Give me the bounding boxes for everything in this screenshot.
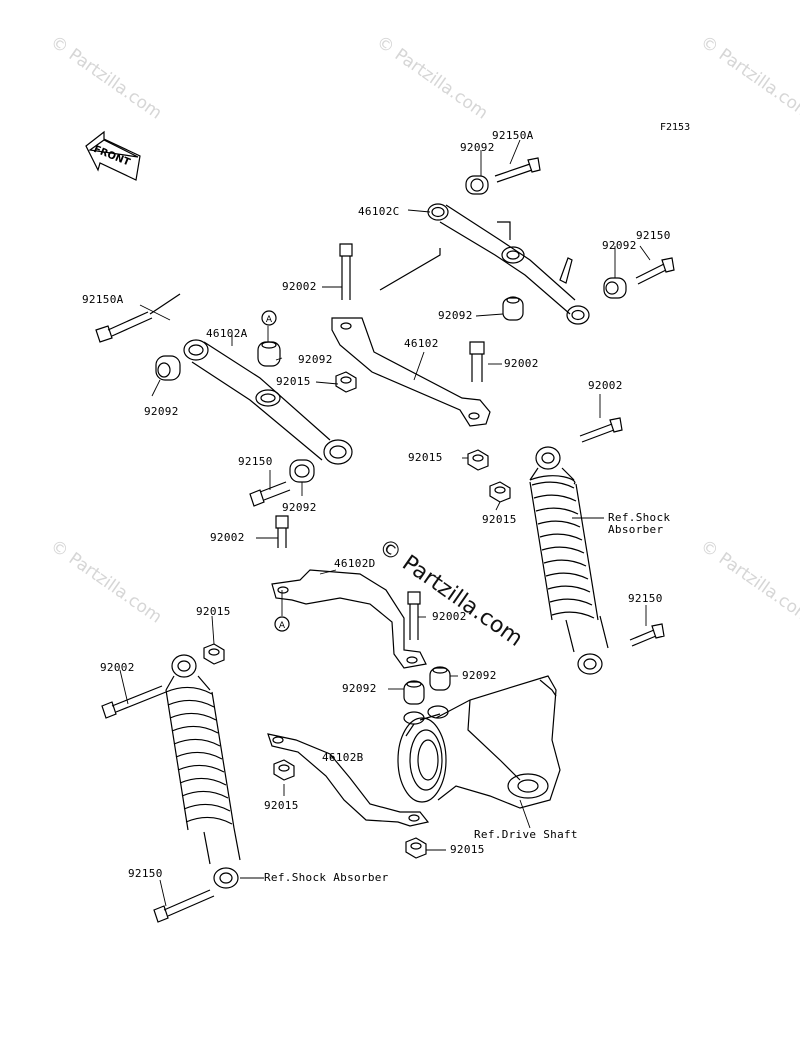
upper-arm-46102c <box>427 203 590 325</box>
part-label: 92092 <box>144 405 179 418</box>
shock-absorber-left <box>165 654 241 889</box>
bushing-92092-e <box>429 666 451 691</box>
part-label: 92002 <box>282 280 317 293</box>
arm-46102 <box>331 248 491 427</box>
shock-absorber-right <box>529 446 609 675</box>
part-label: 92092 <box>462 669 497 682</box>
nut-92015-h <box>405 837 427 859</box>
part-label: 92150 <box>128 867 163 880</box>
part-label: 92002 <box>432 610 467 623</box>
part-label: 92092 <box>298 353 333 366</box>
callout-a-bottom-text: A <box>279 621 286 631</box>
part-label: Absorber <box>608 523 664 536</box>
part-label: 92150A <box>492 129 534 142</box>
bushing-92092-a <box>257 341 281 367</box>
part-label: 92150 <box>238 455 273 468</box>
nut-92015-a <box>335 371 357 393</box>
bolt-92150-rl <box>629 623 665 647</box>
part-label: 92002 <box>210 531 245 544</box>
part-label: 92092 <box>282 501 317 514</box>
part-label: Ref.Shock Absorber <box>264 871 389 884</box>
bolt-92002-rs <box>579 417 623 443</box>
bushing-92092-ml <box>289 459 315 483</box>
leader-lines <box>119 139 651 907</box>
bolt-92002-d <box>275 515 289 548</box>
part-label: 92002 <box>588 379 623 392</box>
part-label: 92002 <box>100 661 135 674</box>
bolt-92002-mid <box>469 341 485 382</box>
part-label: 92002 <box>504 357 539 370</box>
callout-a-top-text: A <box>266 315 273 325</box>
callout-a-bottom <box>274 616 290 632</box>
part-label: 92015 <box>450 843 485 856</box>
part-label: 92092 <box>438 309 473 322</box>
part-label: 46102 <box>404 337 439 350</box>
bolt-92150-ml <box>249 481 291 507</box>
nut-92015-b <box>467 449 489 471</box>
part-label: 92092 <box>460 141 495 154</box>
part-label: 92092 <box>602 239 637 252</box>
part-label: 92150 <box>628 592 663 605</box>
part-label: 46102D <box>334 557 376 570</box>
drive-shaft-housing <box>397 675 561 809</box>
bolt-92150a-left <box>95 293 181 343</box>
part-label: 92150A <box>82 293 124 306</box>
bushing-92092-f <box>403 680 425 705</box>
nut-92015-l <box>203 643 225 665</box>
bolt-92002-e <box>407 591 421 640</box>
bushing-92092-top <box>465 175 489 195</box>
bolt-92150a-top <box>494 157 541 183</box>
front-arrow-icon <box>85 130 141 181</box>
part-label: 46102C <box>358 205 400 218</box>
nut-92015-g <box>273 759 295 781</box>
part-label: Ref.Shock <box>608 511 671 524</box>
part-label: 46102A <box>206 327 248 340</box>
bushing-92092-left <box>155 355 181 381</box>
bolt-92150-bl <box>153 889 215 923</box>
bolt-92002-ls <box>101 685 167 719</box>
bushing-92092-right <box>603 277 627 299</box>
part-label: 92092 <box>342 682 377 695</box>
part-label: 92015 <box>264 799 299 812</box>
callout-a-top <box>261 310 277 326</box>
part-label: Ref.Drive Shaft <box>474 828 578 841</box>
nut-92015-c <box>489 481 511 503</box>
arm-46102d <box>271 569 427 669</box>
part-label: 92015 <box>196 605 231 618</box>
part-label: 92015 <box>408 451 443 464</box>
part-label: 92150 <box>636 229 671 242</box>
part-label: 46102B <box>322 751 364 764</box>
bushing-92092-mid <box>502 296 524 321</box>
arm-46102b <box>267 733 430 827</box>
bolt-92150-right <box>635 257 675 285</box>
arm-46102a <box>183 339 353 465</box>
bolt-92002-top <box>339 243 353 300</box>
part-label: 92015 <box>276 375 311 388</box>
figure-id: F2153 <box>660 122 691 133</box>
part-label: 92015 <box>482 513 517 526</box>
